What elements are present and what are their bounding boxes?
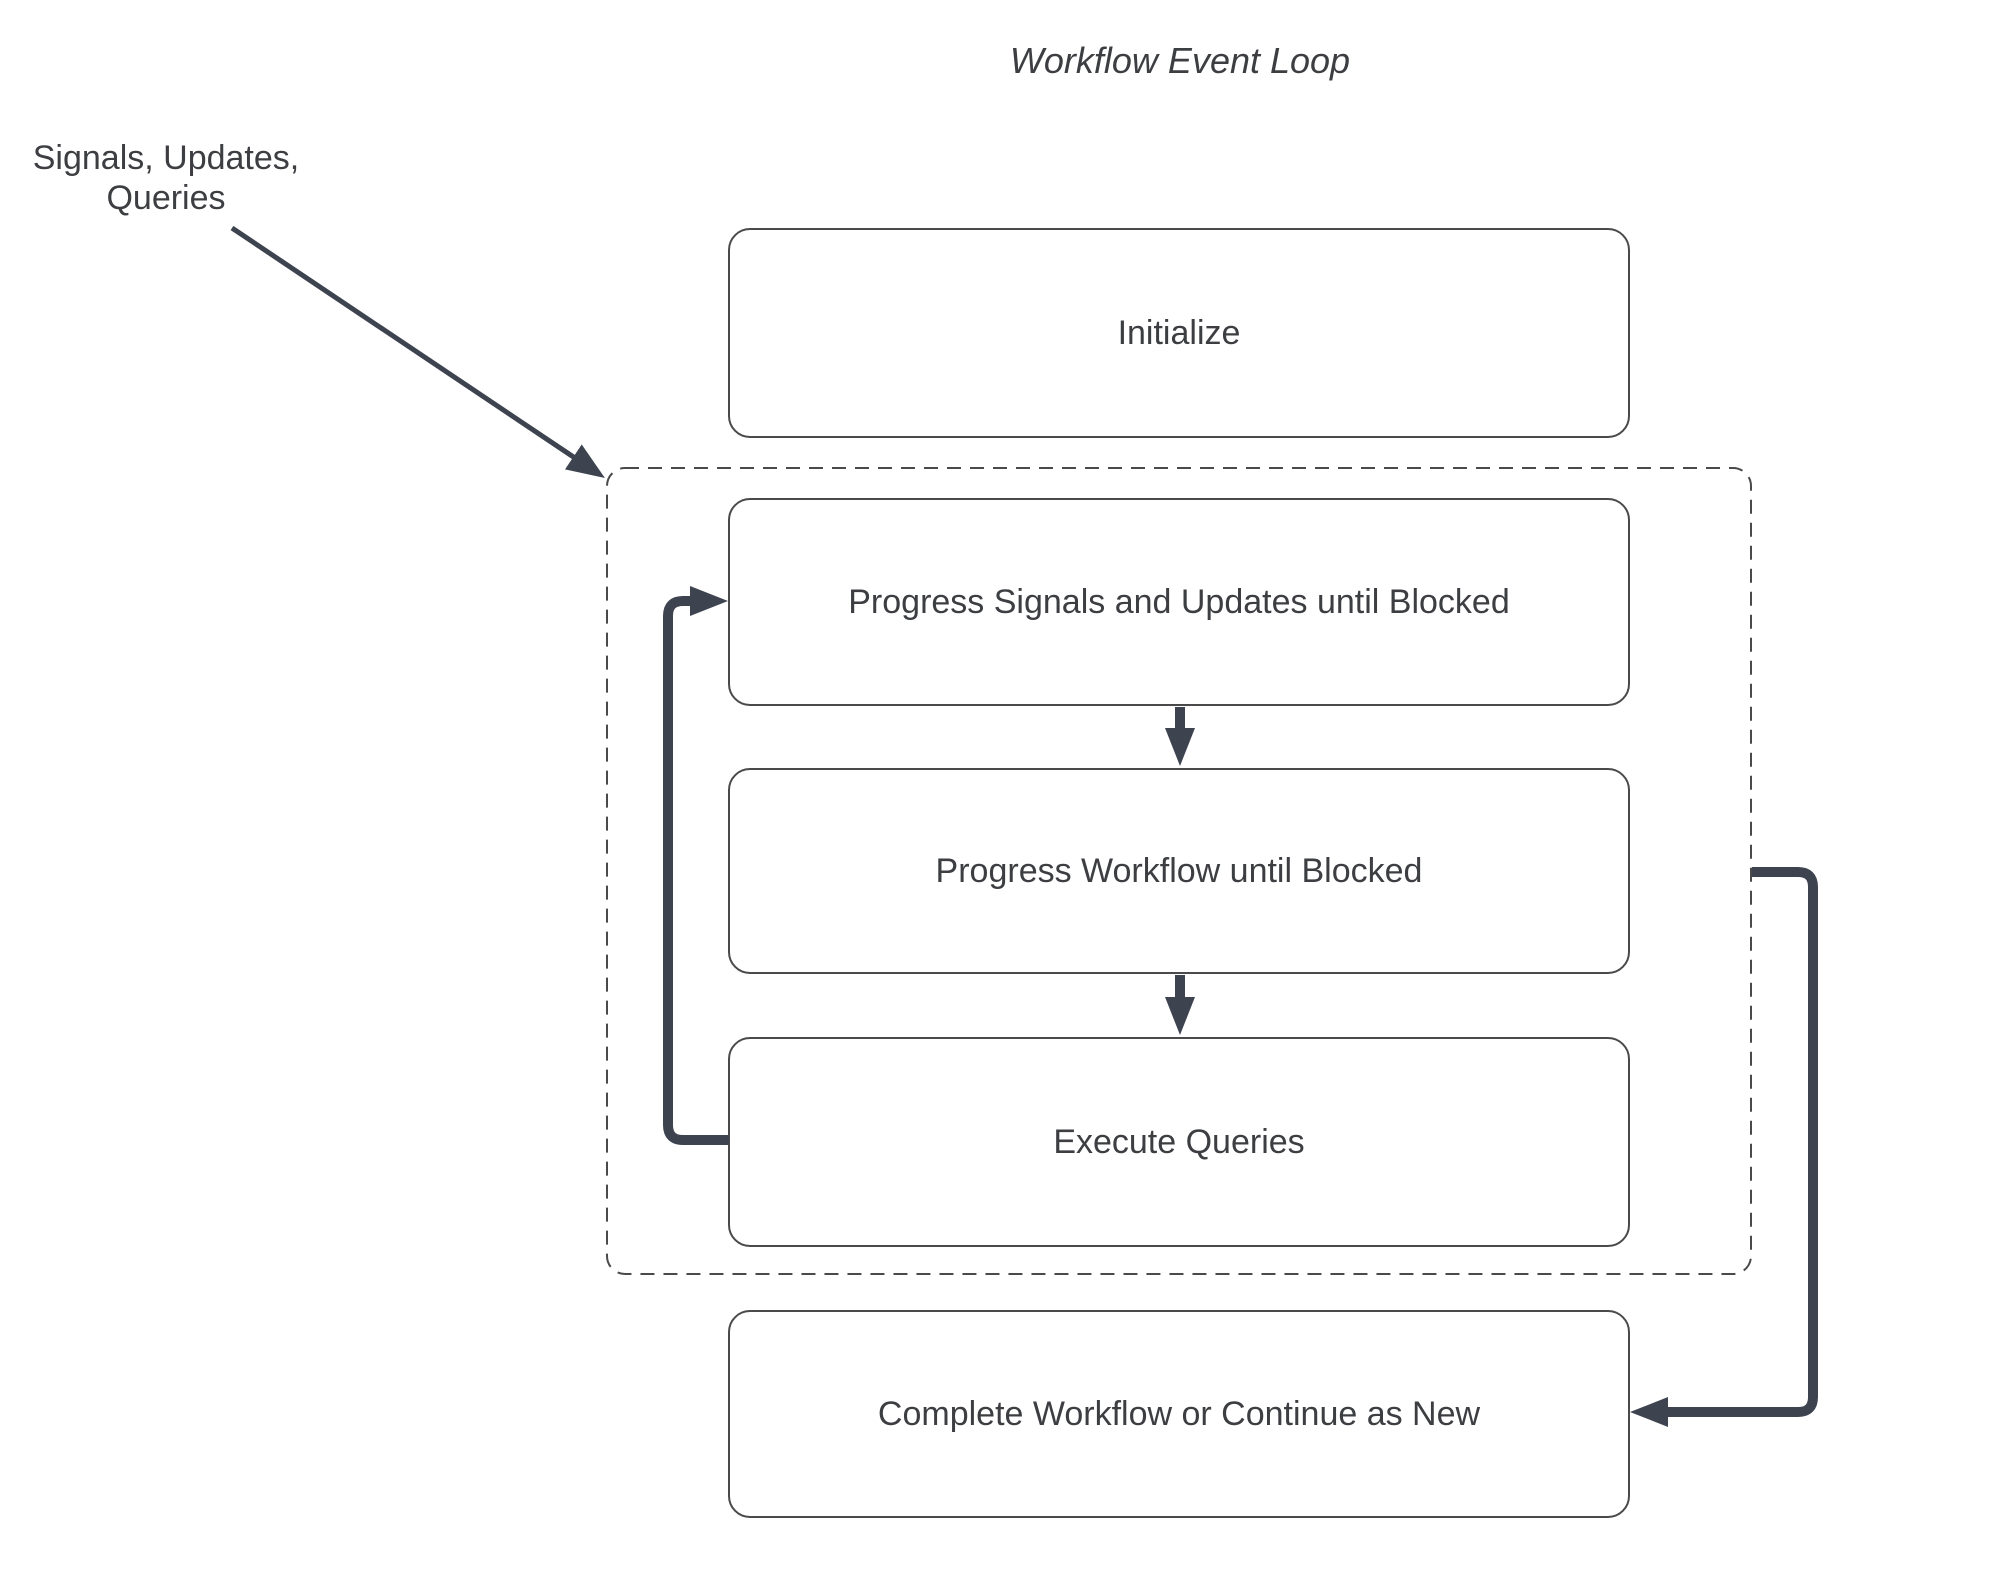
- node-execute-queries: Execute Queries: [728, 1037, 1630, 1247]
- annotation-line-2: Queries: [106, 179, 226, 217]
- annotation-line-1: Signals, Updates,: [32, 139, 300, 177]
- node-initialize-label: Initialize: [1117, 313, 1241, 352]
- node-progress-signals-and-updates: Progress Signals and Updates until Block…: [728, 498, 1630, 706]
- node-complete-workflow: Complete Workflow or Continue as New: [728, 1310, 1630, 1518]
- diagram-title: Workflow Event Loop: [1009, 40, 1351, 81]
- arrow-group-to-complete-workflow: [1630, 867, 1818, 1427]
- annotation-signals-updates-queries: Signals, Updates, Queries: [30, 138, 302, 218]
- node-initialize: Initialize: [728, 228, 1630, 438]
- node-progress-workflow-label: Progress Workflow until Blocked: [935, 851, 1423, 890]
- arrow-annotation-to-group: [230, 225, 605, 479]
- node-complete-workflow-label: Complete Workflow or Continue as New: [877, 1394, 1481, 1433]
- node-progress-signals-label: Progress Signals and Updates until Block…: [848, 582, 1510, 621]
- node-execute-queries-label: Execute Queries: [1053, 1122, 1305, 1161]
- arrow-execute-queries-to-progress-signals: [663, 586, 729, 1145]
- node-progress-workflow: Progress Workflow until Blocked: [728, 768, 1630, 974]
